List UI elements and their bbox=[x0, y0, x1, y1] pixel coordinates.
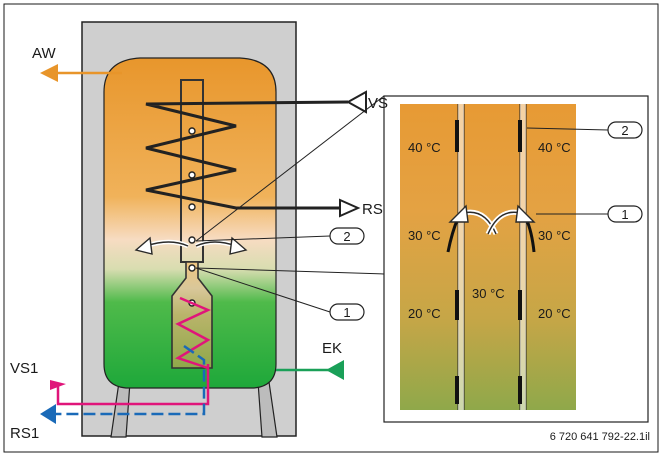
callout-1-number: 1 bbox=[343, 305, 350, 320]
flow-arrowhead-left bbox=[134, 236, 153, 255]
detail-tube-left bbox=[455, 104, 465, 410]
detail-leader-top bbox=[195, 95, 385, 242]
heat-exchanger-coil bbox=[145, 100, 349, 210]
tank-body bbox=[103, 57, 277, 389]
label-vs: VS bbox=[368, 95, 388, 112]
aw-arrow bbox=[40, 64, 58, 82]
stratification-lance bbox=[171, 261, 213, 369]
callout-1-leader bbox=[195, 267, 331, 313]
vs1-loop-pipe bbox=[56, 364, 210, 406]
temp-20-left: 20 °C bbox=[408, 306, 441, 321]
detail-leader-bottom bbox=[195, 267, 385, 275]
detail-callout-2-number: 2 bbox=[621, 123, 628, 138]
temp-30-right: 30 °C bbox=[538, 228, 571, 243]
label-rs: RS bbox=[362, 201, 383, 218]
detail-flow-arrowhead-left bbox=[448, 204, 469, 223]
label-rs1: RS1 bbox=[10, 425, 39, 442]
temp-30-center: 30 °C bbox=[472, 286, 505, 301]
tube-ports bbox=[188, 127, 196, 307]
detail-flow-arrowhead-right bbox=[515, 204, 536, 223]
temp-30-left: 30 °C bbox=[408, 228, 441, 243]
rs-arrow-head bbox=[339, 198, 361, 218]
detail-callout-2-leader bbox=[526, 127, 609, 131]
detail-water-column bbox=[400, 104, 576, 410]
figure-code: 6 720 641 792-22.1il bbox=[550, 431, 650, 443]
detail-callout-1-oval bbox=[607, 205, 643, 223]
rs1-arrow bbox=[40, 404, 56, 424]
callout-2-leader bbox=[195, 235, 331, 242]
rs1-return-pipe bbox=[52, 344, 206, 416]
detail-callout-1-number: 1 bbox=[621, 207, 628, 222]
label-aw: AW bbox=[32, 45, 56, 62]
temp-20-right: 20 °C bbox=[538, 306, 571, 321]
temp-40-left: 40 °C bbox=[408, 140, 441, 155]
detail-tube-right bbox=[518, 104, 527, 410]
callout-2-oval bbox=[329, 227, 365, 245]
ek-arrow bbox=[326, 360, 344, 380]
vs-arrow-head bbox=[345, 90, 367, 114]
solar-coil bbox=[175, 296, 212, 370]
flow-arrowhead-right bbox=[229, 236, 248, 255]
label-vs1: VS1 bbox=[10, 360, 38, 377]
callout-2-number: 2 bbox=[343, 229, 350, 244]
vs1-arrow bbox=[50, 380, 66, 390]
detail-callout-2-oval bbox=[607, 121, 643, 139]
callout-1-oval bbox=[329, 303, 365, 321]
temp-40-right: 40 °C bbox=[538, 140, 571, 155]
label-ek: EK bbox=[322, 340, 342, 357]
